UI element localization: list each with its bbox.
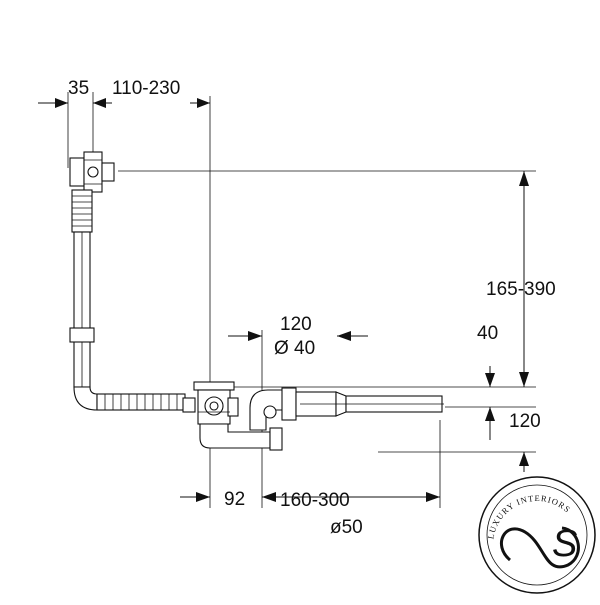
dim-diameter-40: Ø 40	[274, 338, 315, 359]
logo-monogram: S	[552, 523, 577, 565]
waste-body	[193, 381, 283, 451]
dim-35: 35	[68, 78, 89, 99]
corrugated-upper	[71, 189, 93, 233]
dim-110-230: 110-230	[112, 78, 180, 99]
dimension-labels: 35 110-230 165-390 120 Ø 40 40 120 92 16…	[68, 78, 556, 538]
corrugated-horizontal	[96, 393, 196, 413]
logo-swirl-icon	[499, 526, 580, 569]
dim-160-300: 160-300	[280, 490, 350, 511]
logo-outer-ring	[478, 476, 596, 594]
vertical-tube	[69, 231, 95, 388]
logo-inner-ring	[486, 484, 588, 586]
dimension-arrows	[38, 98, 529, 502]
logo-seal: LUXURY INTERIORS S	[478, 476, 596, 594]
dim-120-top: 120	[280, 314, 312, 335]
outlet-elbow	[249, 387, 444, 431]
extension-lines	[67, 92, 536, 508]
dim-92: 92	[224, 489, 245, 510]
dim-diameter-50: ø50	[330, 517, 363, 538]
dim-165-390: 165-390	[486, 279, 556, 300]
waste-overflow-assembly	[69, 151, 444, 451]
dim-40: 40	[477, 323, 498, 344]
overflow-head	[69, 151, 115, 193]
dim-120-right: 120	[509, 411, 541, 432]
